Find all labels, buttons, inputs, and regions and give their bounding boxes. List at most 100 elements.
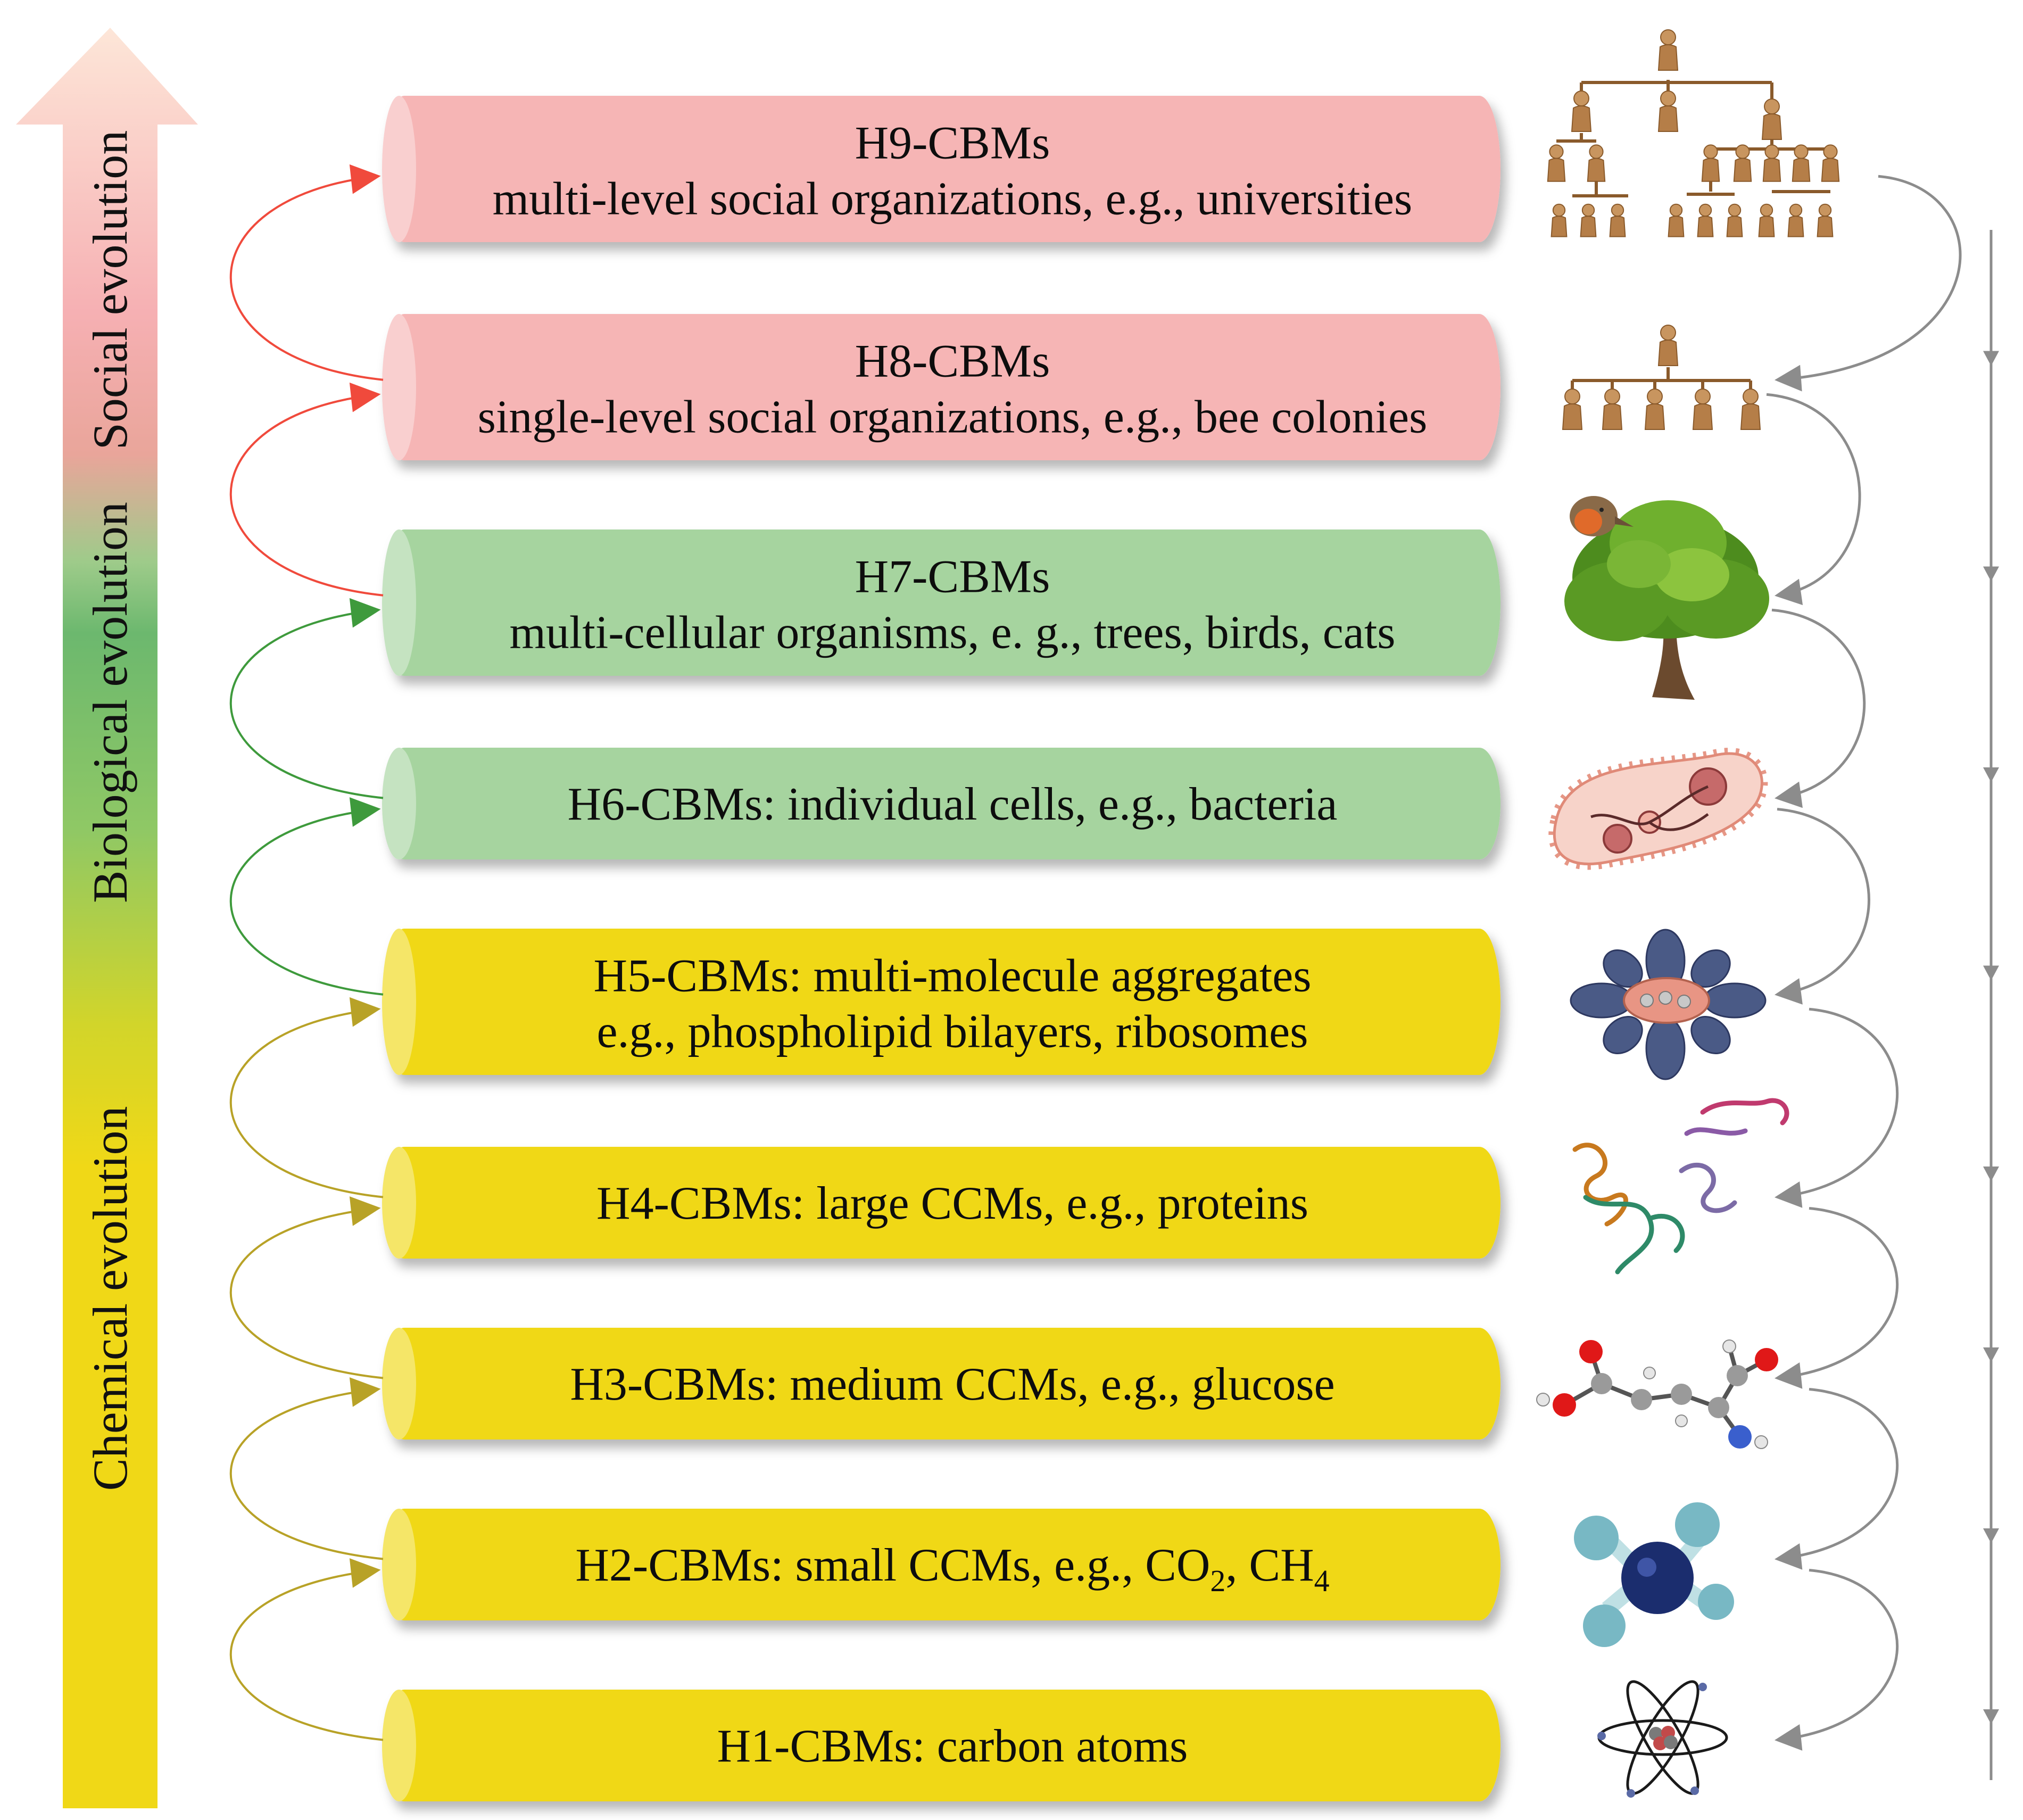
level-end-cap <box>382 530 416 676</box>
spine-arrowhead <box>1983 566 1999 582</box>
level-body <box>383 1328 1500 1440</box>
level-title: H5-CBMs: multi-molecule aggregates <box>593 950 1311 1002</box>
level-end-cap <box>382 748 416 859</box>
level-title: H8-CBMs <box>855 336 1050 387</box>
hierarchy-icon <box>1562 325 1761 430</box>
level-title: H9-CBMs <box>855 118 1050 169</box>
hierarchy-tree-icon <box>1547 29 1840 237</box>
level-end-cap <box>382 1147 416 1259</box>
level-label-part: H2-CBMs: small CCMs, e.g., CO <box>575 1540 1210 1591</box>
molecule-icon <box>1536 1339 1778 1449</box>
person-figure <box>1551 203 1568 237</box>
atom-icon <box>1597 1680 1728 1798</box>
aggregate-icon <box>1570 929 1767 1080</box>
level-body <box>383 1147 1500 1259</box>
level-end-cap <box>382 314 416 460</box>
level-label: H2-CBMs: small CCMs, e.g., CO2, CH4 <box>575 1540 1329 1598</box>
level-label: H6-CBMs: individual cells, e.g., bacteri… <box>568 779 1338 830</box>
spine-arrowhead <box>1983 1528 1999 1543</box>
axis-arrow-shape <box>16 28 198 1808</box>
upward-arrow-h4-to-h5 <box>229 997 384 1198</box>
level-description: e.g., phospholipid bilayers, ribosomes <box>597 1006 1308 1058</box>
evolution-axis-arrow: Chemical evolution Biological evolution … <box>16 28 198 1808</box>
spine-arrowhead <box>1983 1167 1999 1181</box>
level-h1: H1-CBMs: carbon atoms <box>382 1690 1500 1801</box>
level-h5: H5-CBMs: multi-molecule aggregatese.g., … <box>382 929 1500 1075</box>
person-figure <box>1657 90 1679 132</box>
spine-arrowhead <box>1983 1347 1999 1362</box>
person-figure <box>1692 388 1713 430</box>
person-figure <box>1602 388 1623 430</box>
level-end-cap <box>382 96 416 242</box>
level-body <box>383 929 1500 1075</box>
level-body <box>383 1690 1500 1801</box>
upward-arrow-h3-to-h4 <box>229 1196 384 1379</box>
level-end-cap <box>382 1328 416 1440</box>
person-figure <box>1787 203 1804 237</box>
tree-bird-icon <box>1564 496 1769 700</box>
left-upward-arrows <box>229 164 384 1741</box>
person-figure <box>1697 203 1714 237</box>
downward-arrow-h9-to-h8 <box>1775 175 1962 392</box>
person-figure <box>1726 203 1743 237</box>
upward-arrow-h6-to-h7 <box>229 598 384 799</box>
downward-arrow-h2-to-h1 <box>1775 1569 1899 1751</box>
level-body <box>383 1509 1500 1620</box>
level-h6: H6-CBMs: individual cells, e.g., bacteri… <box>382 748 1500 859</box>
level-label-part: 2 <box>1210 1563 1225 1598</box>
person-figure <box>1761 98 1782 140</box>
person-figure <box>1817 203 1834 237</box>
level-h2: H2-CBMs: small CCMs, e.g., CO2, CH4 <box>382 1509 1500 1620</box>
person-figure <box>1758 203 1775 237</box>
person-figure <box>1733 144 1752 182</box>
person-figure <box>1657 325 1679 366</box>
level-body <box>383 530 1500 676</box>
person-figure <box>1821 144 1840 182</box>
downward-arrow-h7-to-h6 <box>1771 608 1866 808</box>
methane-icon <box>1574 1502 1734 1647</box>
upward-arrow-h1-to-h2 <box>229 1558 384 1741</box>
spine-arrowhead <box>1983 767 1999 782</box>
downward-arrow-h6-to-h5 <box>1775 808 1870 1005</box>
spine-arrowhead <box>1983 965 1999 981</box>
right-decomposition-arcs <box>1766 175 1962 1751</box>
axis-label-social: Social evolution <box>83 130 137 450</box>
person-figure <box>1668 203 1685 237</box>
person-figure <box>1740 388 1761 430</box>
upward-arrow-h2-to-h3 <box>229 1377 384 1560</box>
level-end-cap <box>382 1509 416 1620</box>
person-figure <box>1547 144 1566 182</box>
person-figure <box>1609 203 1626 237</box>
level-label: H3-CBMs: medium CCMs, e.g., glucose <box>570 1359 1334 1410</box>
level-label: H1-CBMs: carbon atoms <box>717 1720 1188 1772</box>
spine-arrowheads <box>1983 351 1999 1724</box>
upward-arrow-h7-to-h8 <box>229 382 384 597</box>
level-label: H4-CBMs: large CCMs, e.g., proteins <box>596 1178 1308 1229</box>
axis-label-chemical: Chemical evolution <box>83 1106 137 1491</box>
person-figure <box>1701 144 1720 182</box>
person-figure <box>1644 388 1665 430</box>
upward-arrow-h8-to-h9 <box>229 164 384 381</box>
level-h3: H3-CBMs: medium CCMs, e.g., glucose <box>382 1328 1500 1440</box>
person-figure <box>1762 144 1781 182</box>
person-figure <box>1657 29 1679 71</box>
level-title: H7-CBMs <box>855 551 1050 603</box>
spine-arrowhead <box>1983 1709 1999 1724</box>
person-figure <box>1580 203 1597 237</box>
person-figure <box>1792 144 1811 182</box>
downward-arrow-h3-to-h2 <box>1775 1388 1899 1570</box>
person-figure <box>1571 90 1592 132</box>
level-label-part: , CH <box>1225 1540 1314 1591</box>
axis-label-biological: Biological evolution <box>83 502 137 903</box>
level-body <box>383 96 1500 242</box>
person-figure <box>1587 144 1606 182</box>
person-figure <box>1562 388 1583 430</box>
downward-arrow-h4-to-h3 <box>1775 1207 1899 1389</box>
protein-icon <box>1572 1098 1789 1275</box>
